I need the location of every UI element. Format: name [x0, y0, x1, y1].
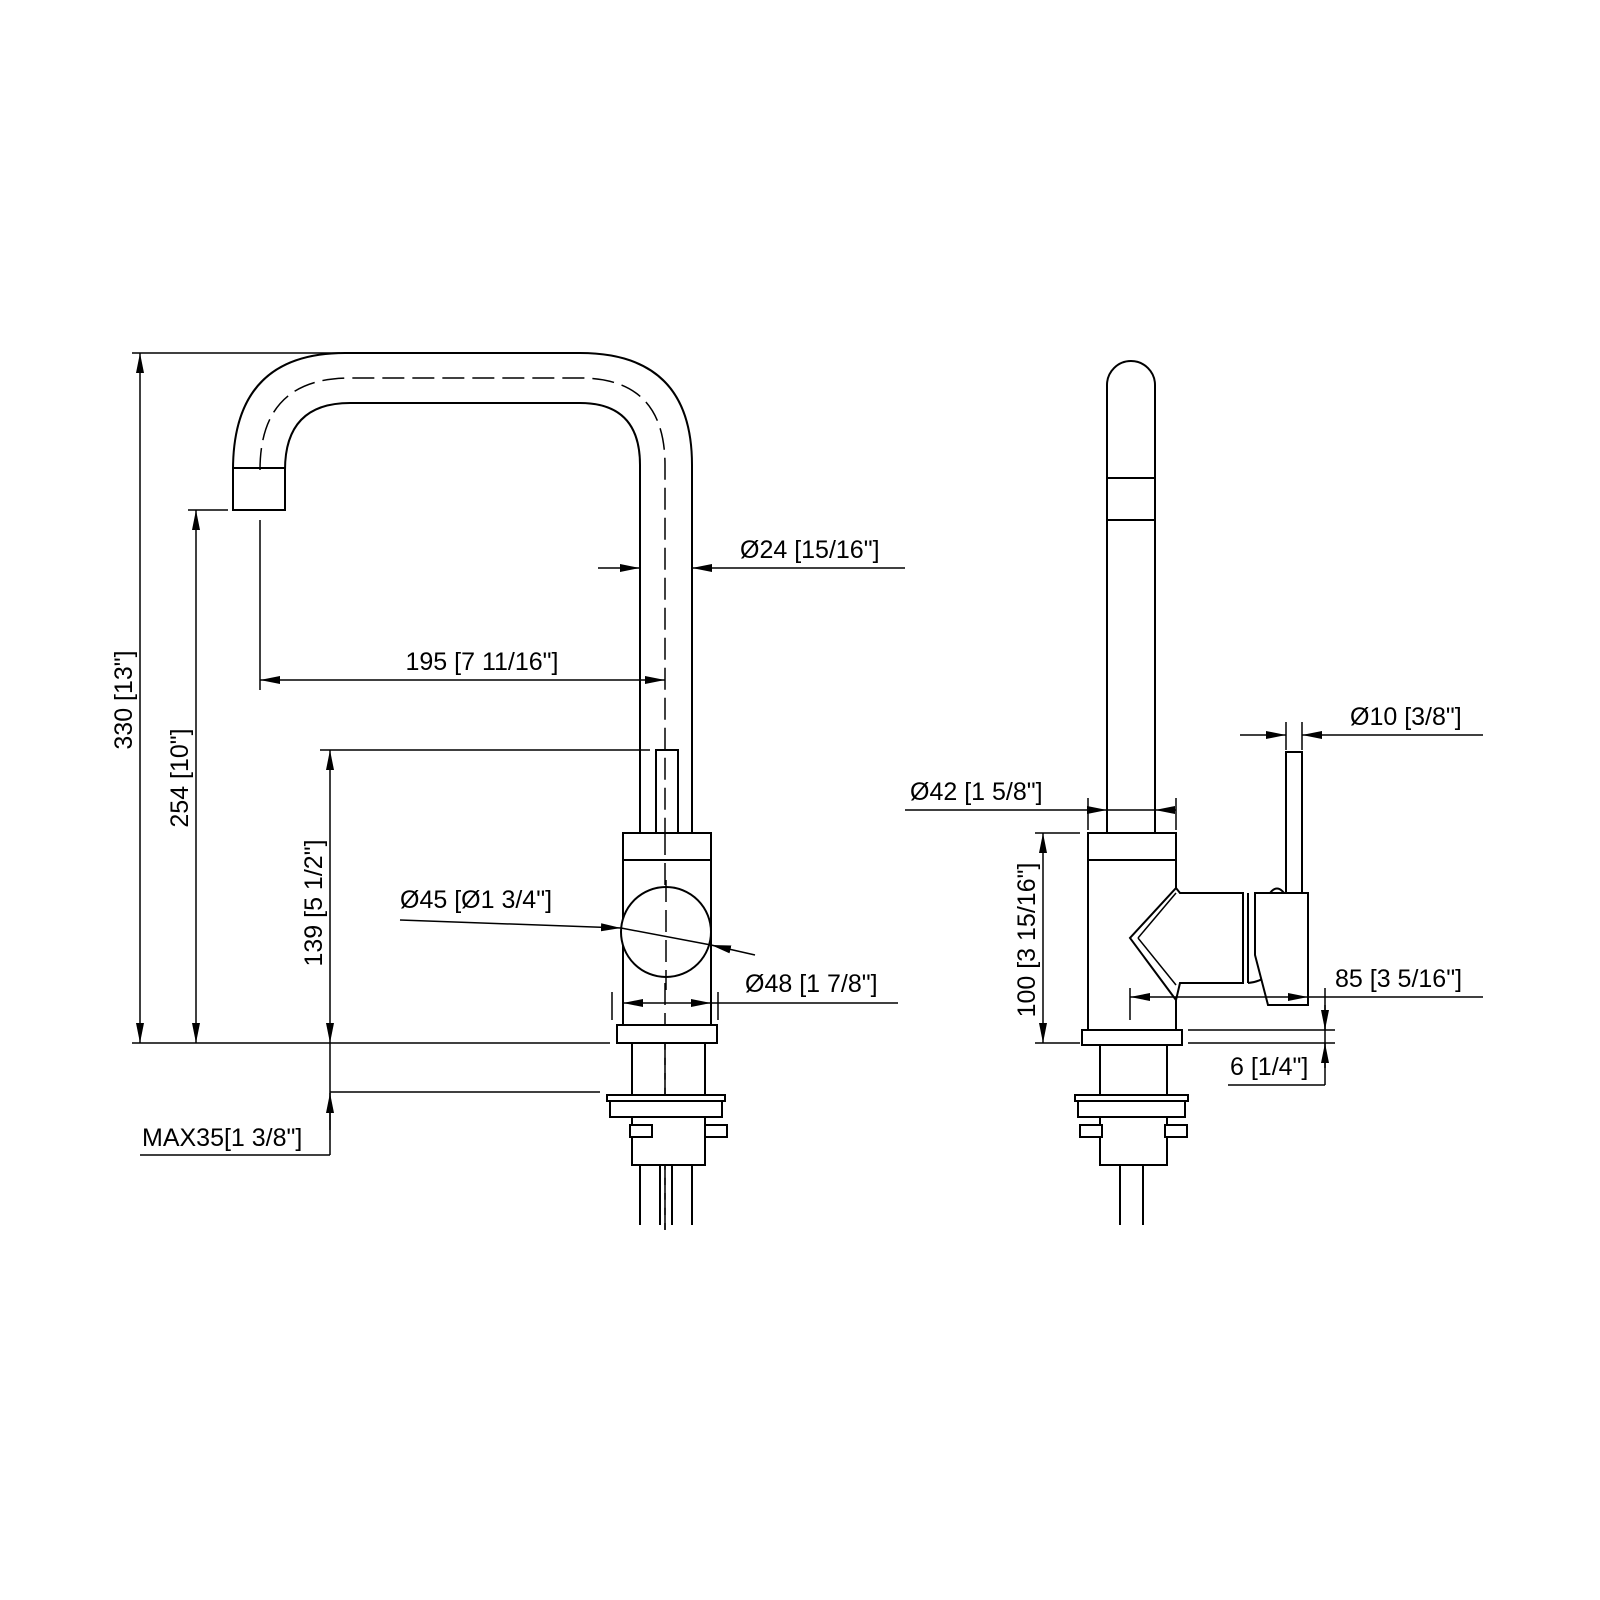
nut — [704, 1124, 728, 1138]
spout-side — [1106, 360, 1156, 833]
nut — [629, 1124, 653, 1138]
shank — [631, 1042, 706, 1096]
dim-body-diameter: Ø48 [1 7/8"] — [745, 970, 878, 998]
aerator — [232, 467, 286, 511]
dim-body-diameter-side: Ø42 [1 5/8"] — [910, 778, 1043, 806]
side-view-dimensions: Ø42 [1 5/8"] Ø10 [3/8"] 100 [3 15/16"] 8… — [905, 703, 1483, 1086]
spout-inner — [284, 402, 641, 833]
front-view-faucet — [232, 352, 728, 1230]
side-view-faucet — [1074, 360, 1309, 1225]
dim-handle-reach: 85 [3 5/16"] — [1335, 965, 1462, 993]
dim-reach: 195 [7 11/16"] — [406, 648, 559, 676]
handle-head — [1254, 892, 1309, 1006]
nut — [1079, 1124, 1103, 1138]
nut — [1164, 1124, 1188, 1138]
spout-centerline — [259, 377, 666, 1230]
mounting-plate — [609, 1100, 723, 1118]
dim-spout-height: 254 [10"] — [166, 728, 194, 827]
dim-handle-height: 139 [5 1/2"] — [300, 839, 328, 966]
base-flange-side — [1081, 1029, 1183, 1046]
front-view-dimensions: 330 [13"] 254 [10"] 139 [5 1/2"] MAX35[1… — [110, 352, 905, 1156]
dim-lever-diameter: Ø10 [3/8"] — [1350, 703, 1462, 731]
dim-spout-diameter: Ø24 [15/16"] — [740, 536, 880, 564]
dim-flange-thickness: 6 [1/4"] — [1230, 1053, 1308, 1081]
dim-max-deck: MAX35[1 3/8"] — [142, 1124, 302, 1152]
handle-lever-side — [1285, 751, 1303, 894]
dim-body-height: 100 [3 15/16"] — [1013, 863, 1041, 1018]
base-flange — [616, 1024, 718, 1044]
handle-arm — [1128, 886, 1244, 1003]
spout-outer — [232, 352, 693, 833]
dim-total-height: 330 [13"] — [110, 650, 138, 749]
dim-handle-diameter: Ø45 [Ø1 3/4"] — [400, 886, 552, 914]
